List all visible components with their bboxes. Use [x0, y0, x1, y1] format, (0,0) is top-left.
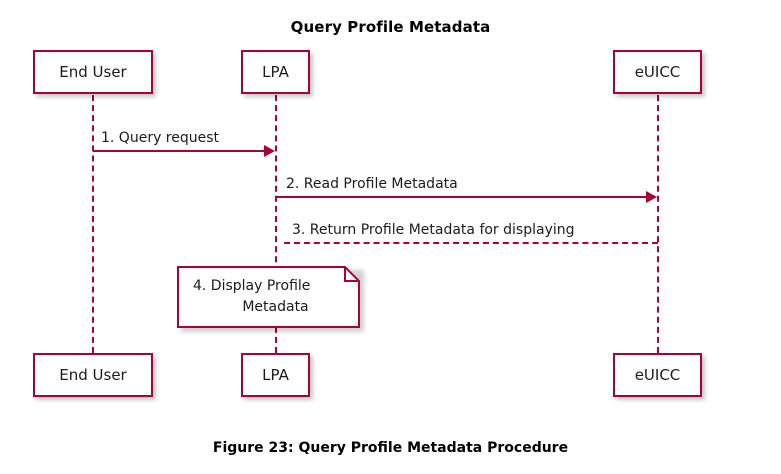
- participant-foot-lpa[interactable]: LPA: [241, 353, 310, 397]
- note-text-block: 4. Display Profile Metadata: [177, 266, 360, 328]
- participant-head-lpa[interactable]: LPA: [241, 50, 310, 94]
- participant-head-euicc-label: eUICC: [634, 63, 681, 81]
- participant-head-euicc[interactable]: eUICC: [613, 50, 702, 94]
- message-2-line: [276, 196, 646, 198]
- participant-foot-euicc-label: eUICC: [634, 366, 681, 384]
- participant-foot-lpa-label: LPA: [262, 366, 289, 384]
- participant-foot-euicc[interactable]: eUICC: [613, 353, 702, 397]
- message-1-arrowhead: [264, 145, 275, 157]
- note-display-profile-metadata[interactable]: 4. Display Profile Metadata: [177, 266, 364, 332]
- message-1-line: [93, 150, 264, 152]
- lifeline-end-user: [92, 95, 94, 353]
- figure-caption: Figure 23: Query Profile Metadata Proced…: [212, 440, 569, 456]
- message-3-line: [284, 242, 658, 244]
- participant-head-end-user-label: End User: [59, 63, 127, 81]
- participant-foot-end-user-label: End User: [59, 366, 127, 384]
- participant-foot-end-user[interactable]: End User: [33, 353, 153, 397]
- note-shape: [177, 266, 360, 328]
- note-line-1: 4. Display Profile: [193, 278, 311, 294]
- lifeline-lpa: [275, 95, 277, 353]
- message-2-arrowhead: [646, 191, 657, 203]
- message-1-label: 1. Query request: [101, 130, 220, 146]
- message-3-label: 3. Return Profile Metadata for displayin…: [292, 222, 575, 238]
- note-line-2: Metadata: [242, 299, 309, 315]
- participant-head-lpa-label: LPA: [262, 63, 289, 81]
- participant-head-end-user[interactable]: End User: [33, 50, 153, 94]
- lifeline-euicc: [657, 95, 659, 353]
- diagram-title: Query Profile Metadata: [290, 18, 491, 36]
- message-2-label: 2. Read Profile Metadata: [286, 176, 458, 192]
